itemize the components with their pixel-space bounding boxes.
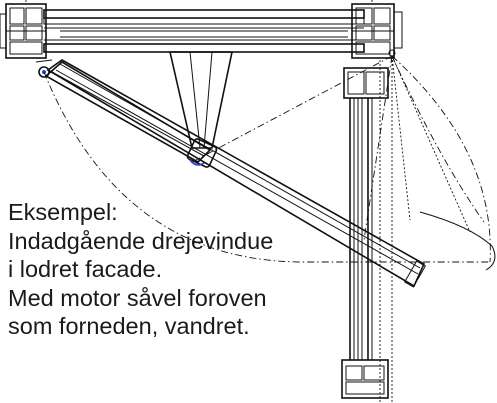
caption-line: Indadgående drejevindue (8, 227, 274, 254)
right-corner-profile (351, 0, 403, 59)
caption-line: i lodret facade. (8, 256, 163, 282)
caption-line: Eksempel: (8, 199, 118, 225)
caption-text: Eksempel: Indadgående drejevindue i lodr… (8, 198, 273, 341)
caption-line: som forneden, vandret. (8, 313, 250, 339)
pivot-accent-blue (189, 159, 205, 166)
caption-line: Med motor såvel foroven (8, 284, 267, 311)
top-frame (43, 9, 365, 53)
motor-bracket (168, 51, 233, 168)
actuator-arm (35, 59, 427, 288)
vertical-sash (341, 60, 393, 403)
left-corner-profile (0, 0, 47, 59)
